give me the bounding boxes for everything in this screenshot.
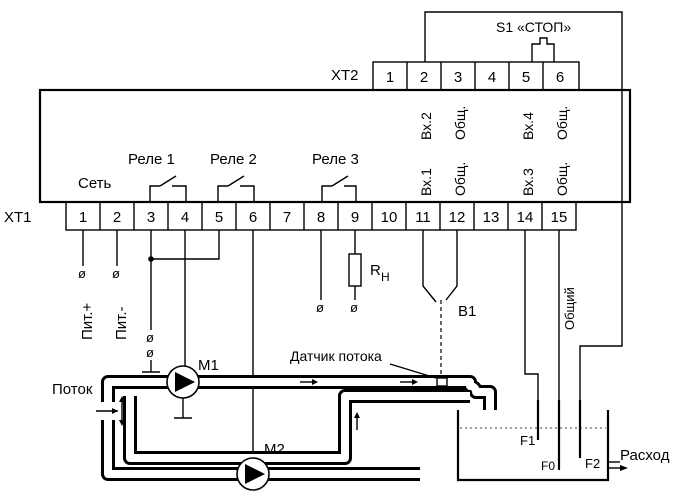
xt1-terminal-12: 12 [449,209,466,226]
svg-text:ø: ø [146,345,154,360]
pump-m1-label: М1 [198,357,219,374]
b1-label: B1 [458,303,476,320]
svg-text:ø: ø [112,266,120,281]
common-c-label: Общ. [554,162,570,196]
xt1-label: XT1 [4,209,32,226]
stop-switch: S1 «СТОП» [496,19,571,62]
relay3-contact-right [344,185,357,202]
tank-walls [456,410,610,482]
sensor-f0-label: F0 [541,459,555,473]
xt1-terminal-1: 1 [79,209,87,226]
input2-label: Вх.2 [418,112,434,140]
xt2-terminal-1: 1 [386,69,394,86]
svg-text:ø: ø [316,300,324,315]
input4-label: Вх.4 [520,112,536,140]
xt2-terminal-2: 2 [420,69,428,86]
relay2-label: Реле 2 [210,151,257,168]
relay1-label: Реле 1 [128,151,175,168]
xt2-terminal-3: 3 [454,69,462,86]
sensor-f2-label: F2 [585,456,600,471]
relay2-contact-right [240,185,255,202]
power-supply: ø ø Пит.+ Пит.- [78,230,130,340]
relay1-contact-right [172,185,187,202]
outflow-label: Расход [620,447,670,464]
xt1-terminal-strip: XT1 1 2 3 4 5 6 7 8 9 10 11 12 13 14 15 [4,201,577,231]
svg-text:ø: ø [78,266,86,281]
xt2-label: XT2 [331,67,359,84]
relay3-contact-blade [331,175,349,187]
xt1-terminal-13: 13 [483,209,500,226]
common-a-label: Общ. [452,162,468,196]
load-resistor-sub: Н [381,270,390,284]
xt1-terminal-10: 10 [381,209,398,226]
xt1-terminal-15: 15 [551,209,568,226]
common-wire-label: Общий [562,287,577,330]
load-resistor-label: R [370,262,381,279]
xt1-terminal-2: 2 [113,209,121,226]
stop-switch-contact [531,37,555,62]
pump-m2-label: М2 [264,441,285,458]
relay1-contact-blade [159,175,177,187]
b1-switch-contact [445,230,458,301]
xt2-frame [372,61,580,91]
xt1-terminal-11: 11 [415,209,431,226]
input3-label: Вх.3 [520,168,536,196]
xt1-terminal-7: 7 [283,209,291,226]
flow-sensor-label: Датчик потока [290,348,382,364]
relay2-contact-blade [227,175,245,187]
common-b-label: Общ. [452,106,468,140]
xt1-terminal-6: 6 [249,209,257,226]
pump-m2: М2 [236,441,285,491]
power-minus-label: Пит.- [113,306,130,340]
power-plus-label: Пит.+ [79,302,96,340]
flow-sensor-leader [389,363,437,379]
xt2-terminal-4: 4 [488,69,496,86]
wire-xt2-t2 [424,11,623,438]
xt1-terminal-4: 4 [181,209,189,226]
sensor-f1-label: F1 [520,433,535,448]
svg-text:ø: ø [350,300,358,315]
xt1-terminal-5: 5 [215,209,223,226]
tank: F1 F0 F2 Расход [456,400,670,482]
flow-in-label: Поток [52,381,93,398]
relay3-contact-left [321,185,332,202]
device-body [38,88,632,204]
xt2-terminal-6: 6 [556,69,564,86]
set-label: Сеть [78,175,112,192]
pump-m1: М1 [166,357,219,419]
load-resistor [348,253,362,287]
flow-arrows [300,379,418,430]
b1-switch-blade [422,230,437,303]
relay2-contact-left [217,185,228,202]
xt2-terminal-strip: XT2 1 2 3 4 5 6 [331,61,580,91]
relay3-label: Реле 3 [312,151,359,168]
xt1-terminal-9: 9 [351,209,359,226]
relay1-contact-left [149,185,160,202]
xt1-terminal-8: 8 [317,209,325,226]
input1-label: Вх.1 [418,168,434,196]
xt1-terminal-14: 14 [517,209,534,226]
xt2-terminal-5: 5 [522,69,530,86]
common-d-label: Общ. [554,106,570,140]
svg-text:ø: ø [146,330,154,345]
wire-xt1-t14 [524,230,539,438]
stop-switch-label: S1 «СТОП» [496,19,571,35]
wire-xt1-t5 [151,230,220,260]
flow-sensor [436,377,448,387]
pipe-system [101,375,497,481]
xt1-terminal-3: 3 [147,209,155,226]
